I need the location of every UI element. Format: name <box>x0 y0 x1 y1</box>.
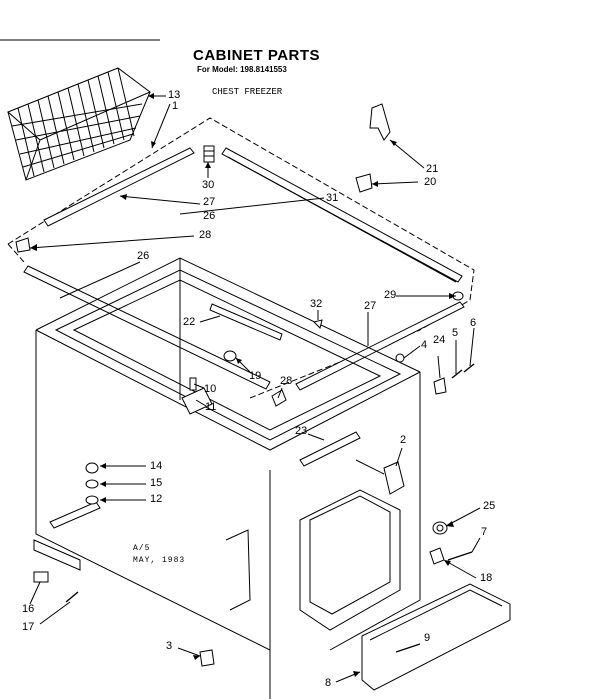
small-parts <box>15 103 475 667</box>
callout-28b: 28 <box>280 375 293 387</box>
callout-27a: 27 <box>203 196 216 208</box>
lid-outline-top <box>7 117 475 331</box>
callout-7: 7 <box>481 526 488 538</box>
diagram-subtitle: CHEST FREEZER <box>212 87 283 97</box>
callout-5: 5 <box>452 327 459 339</box>
callout-4: 4 <box>421 339 428 351</box>
callout-28a: 28 <box>199 229 212 241</box>
callout-29: 29 <box>384 289 397 301</box>
callout-24: 24 <box>433 334 446 346</box>
callout-9: 9 <box>424 632 431 644</box>
callout-6: 6 <box>470 317 477 329</box>
callout-31: 31 <box>326 192 339 204</box>
callout-26a: 26 <box>203 210 216 222</box>
callout-15: 15 <box>150 477 163 489</box>
callout-1: 1 <box>172 100 179 112</box>
trim-strips <box>23 147 465 467</box>
callout-32: 32 <box>310 298 323 310</box>
callout-27b: 27 <box>364 300 377 312</box>
access-panel <box>361 583 511 691</box>
basket-drawing <box>7 67 151 181</box>
lid-outline-left <box>7 243 25 263</box>
callout-30: 30 <box>202 179 215 191</box>
callout-11: 11 <box>205 401 217 413</box>
callout-25: 25 <box>483 500 496 512</box>
callout-10: 10 <box>204 383 217 395</box>
callout-23: 23 <box>295 425 308 437</box>
callout-22: 22 <box>183 316 196 328</box>
revision-code: A/5 <box>133 544 151 553</box>
callout-12: 12 <box>150 493 163 505</box>
callout-16: 16 <box>22 603 35 615</box>
model-number: For Model: 198.8141553 <box>197 65 287 74</box>
leader-lines <box>29 95 481 683</box>
callout-20: 20 <box>424 176 437 188</box>
callout-13: 13 <box>168 89 181 101</box>
revision-date: MAY, 1983 <box>133 556 186 565</box>
callout-2: 2 <box>400 434 407 446</box>
callout-14: 14 <box>150 460 163 472</box>
callout-21: 21 <box>426 163 439 175</box>
arrow-heads <box>30 93 456 677</box>
cabinet-body <box>33 257 421 699</box>
callout-3: 3 <box>166 640 173 652</box>
callout-19: 19 <box>249 370 262 382</box>
callout-18: 18 <box>480 572 493 584</box>
callout-8: 8 <box>325 677 332 689</box>
callout-17: 17 <box>22 621 35 633</box>
callout-26b: 26 <box>137 250 150 262</box>
page-title: CABINET PARTS <box>193 47 321 64</box>
